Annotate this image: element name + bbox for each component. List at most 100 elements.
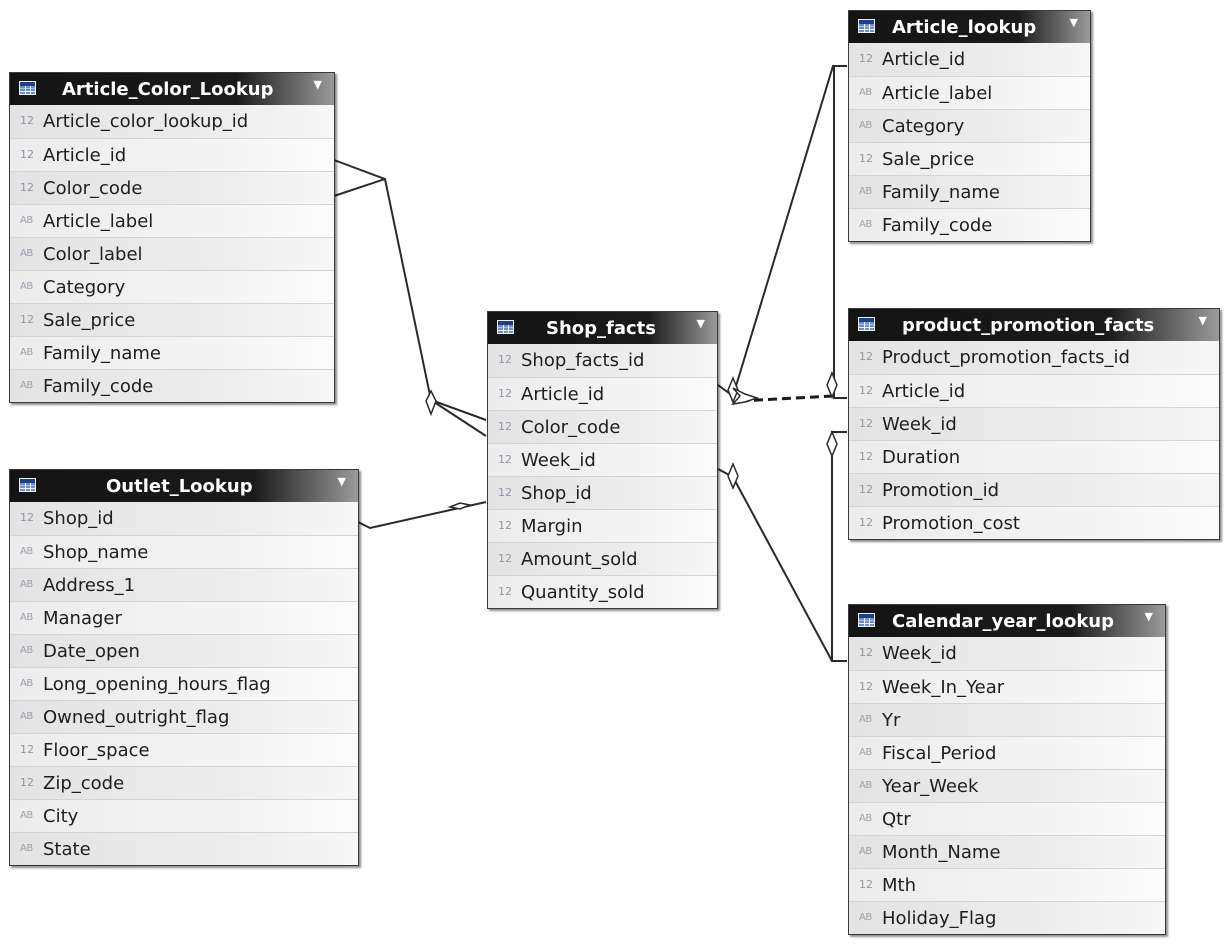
field-name: Sale_price [43, 310, 136, 331]
number-type-icon: 12 [498, 519, 512, 532]
field-name: Product_promotion_facts_id [882, 347, 1130, 368]
table-header[interactable]: Outlet_Lookup ▼ [10, 470, 358, 502]
text-type-icon: AB [20, 645, 33, 656]
link-article-color-to-shop-facts-2 [333, 178, 386, 197]
field-name: Article_id [521, 384, 605, 405]
link-outlet-to-shop-facts [357, 501, 487, 530]
number-type-icon: 12 [859, 878, 873, 891]
field-name: Qtr [882, 809, 911, 830]
field-name: Article_color_lookup_id [43, 111, 249, 132]
field-row[interactable]: 12 Sale_price [10, 303, 334, 336]
text-type-icon: AB [20, 281, 33, 292]
table-header[interactable]: Shop_facts ▼ [488, 312, 717, 344]
number-type-icon: 12 [859, 152, 873, 165]
dropdown-arrow-icon[interactable]: ▼ [696, 317, 705, 330]
field-name: Family_code [882, 215, 993, 236]
text-type-icon: AB [859, 714, 872, 725]
link-calendar-to-promotion [831, 431, 847, 662]
field-name: Color_code [521, 417, 621, 438]
link-shop-facts-to-promotion-inactive [739, 394, 835, 403]
number-type-icon: 12 [498, 585, 512, 598]
field-name: Shop_facts_id [521, 350, 645, 371]
number-type-icon: 12 [859, 680, 873, 693]
table-header[interactable]: product_promotion_facts ▼ [849, 309, 1219, 341]
text-type-icon: AB [20, 546, 33, 557]
many-marker [727, 462, 739, 490]
table-header[interactable]: Article_lookup ▼ [849, 11, 1090, 43]
field-name: Article_id [43, 145, 127, 166]
table-header[interactable]: Calendar_year_lookup ▼ [849, 605, 1165, 637]
table-title: Article_Color_Lookup [62, 79, 274, 100]
field-name: Article_label [882, 83, 993, 104]
dropdown-arrow-icon[interactable]: ▼ [1144, 610, 1153, 623]
field-name: Holiday_Flag [882, 908, 997, 929]
dropdown-arrow-icon[interactable]: ▼ [337, 475, 346, 488]
field-row[interactable]: AB Date_open [10, 634, 358, 667]
field-name: Promotion_cost [882, 513, 1020, 534]
field-name: Article_label [43, 211, 154, 232]
dropdown-arrow-icon[interactable]: ▼ [1198, 314, 1207, 327]
number-type-icon: 12 [20, 313, 34, 326]
dropdown-arrow-icon[interactable]: ▼ [1069, 16, 1078, 29]
table-header[interactable]: Article_Color_Lookup ▼ [10, 73, 334, 105]
dropdown-arrow-icon[interactable]: ▼ [313, 78, 322, 91]
field-name: Floor_space [43, 740, 150, 761]
field-name: Address_1 [43, 575, 136, 596]
field-name: Date_open [43, 641, 140, 662]
